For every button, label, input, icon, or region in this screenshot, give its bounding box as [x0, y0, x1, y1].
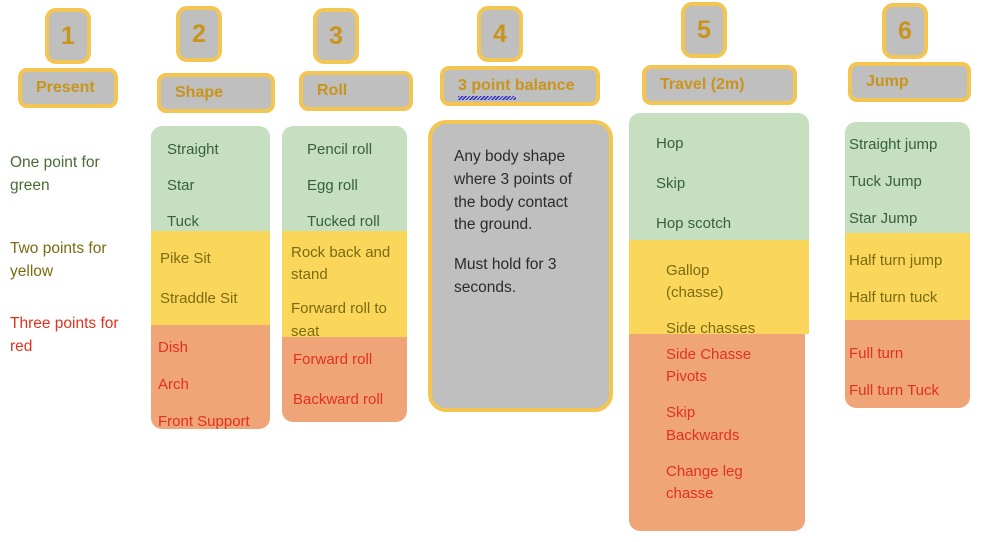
column-header-present: Present	[18, 68, 118, 108]
skill-item: Change leg chasse	[666, 462, 743, 502]
skill-item: Full turn	[849, 345, 904, 362]
skill-item: Pencil roll	[307, 141, 373, 158]
skill-item: Front Support	[158, 413, 250, 430]
skill-item: Full turn Tuck	[849, 382, 940, 399]
skill-item: Forward roll	[293, 351, 373, 368]
skill-item: Side Chasse Pivots	[666, 346, 752, 386]
column-header-shape: Shape	[157, 73, 275, 113]
column-header-roll: Roll	[299, 71, 413, 111]
column-number-badge-4: 4	[477, 6, 523, 62]
skill-item: Rock back and stand	[291, 244, 391, 284]
skill-item: Tuck	[167, 213, 199, 230]
skill-block-yellow-jump: Half turn jump Half turn tuck	[845, 233, 970, 320]
column-header-label: Jump	[866, 73, 909, 90]
skill-item: Forward roll to seat	[291, 300, 387, 340]
skill-item: Straight	[167, 141, 219, 158]
skill-block-red-roll: Forward roll Backward roll	[282, 337, 407, 422]
skill-item: Gallop (chasse)	[666, 262, 724, 302]
skill-item: Skip	[656, 175, 686, 192]
column-number-badge-6: 6	[882, 3, 928, 59]
skill-item: Star	[167, 177, 195, 194]
column-header-label: Roll	[317, 82, 348, 99]
column-header-label: Present	[36, 79, 95, 96]
skill-item: Hop	[656, 135, 684, 152]
skill-item: Pike Sit	[160, 250, 211, 267]
legend-item-yellow: Two points for yellow	[10, 240, 107, 280]
skill-block-yellow-roll: Rock back and stand Forward roll to seat	[282, 231, 407, 340]
skill-item: Straddle Sit	[160, 290, 238, 307]
skill-block-red-jump: Full turn Full turn Tuck	[845, 320, 970, 408]
skill-item: Arch	[158, 376, 189, 393]
skill-block-yellow-shape: Pike Sit Straddle Sit	[151, 231, 270, 325]
skill-item: Hop scotch	[656, 215, 732, 232]
column-header-label: Travel (2m)	[660, 76, 745, 93]
legend-item-green: One point for green	[10, 154, 100, 194]
legend-item-red: Three points for red	[10, 315, 119, 355]
column-header-travel: Travel (2m)	[642, 65, 797, 105]
description-paragraph: Any body shape where 3 points of the bod…	[454, 148, 573, 234]
column-number-badge-3: 3	[313, 8, 359, 64]
column-header-jump: Jump	[848, 62, 971, 102]
column-number-badge-2: 2	[176, 6, 222, 62]
description-paragraph: Must hold for 3 seconds.	[454, 256, 557, 296]
skill-item: Straight jump	[849, 136, 938, 153]
skill-block-green-travel: Hop Skip Hop scotch	[629, 113, 809, 240]
description-card-3-point-balance: Any body shape where 3 points of the bod…	[428, 120, 613, 412]
skill-item: Half turn jump	[849, 252, 943, 269]
skill-item: Egg roll	[307, 177, 358, 194]
skill-item: Star Jump	[849, 210, 918, 227]
skill-block-green-roll: Pencil roll Egg roll Tucked roll	[282, 126, 407, 231]
skill-item: Half turn tuck	[849, 289, 938, 306]
skill-block-red-travel: Side Chasse Pivots Skip Backwards Change…	[629, 334, 805, 531]
column-header-label: 3 point balance	[458, 77, 575, 94]
skill-block-yellow-travel: Gallop (chasse)	[629, 240, 809, 334]
skill-item: Backward roll	[293, 391, 384, 408]
column-number-badge-1: 1	[45, 8, 91, 64]
skill-block-green-jump: Straight jump Tuck Jump Star Jump	[845, 122, 970, 233]
skill-item: Skip Backwards	[666, 404, 740, 444]
column-header-3-point-balance: 3 point balance	[440, 66, 600, 106]
column-number-badge-5: 5	[681, 2, 727, 58]
skill-item: Dish	[158, 339, 189, 356]
skill-block-red-shape: Dish Arch Front Support	[151, 325, 270, 429]
skill-item: Tuck Jump	[849, 173, 922, 190]
skill-block-green-shape: Straight Star Tuck	[151, 126, 270, 231]
skill-item: Tucked roll	[307, 213, 380, 230]
skill-item-side-chasses: Side chasses	[666, 320, 756, 337]
spellcheck-squiggle-icon	[458, 96, 516, 100]
column-header-label: Shape	[175, 84, 224, 101]
